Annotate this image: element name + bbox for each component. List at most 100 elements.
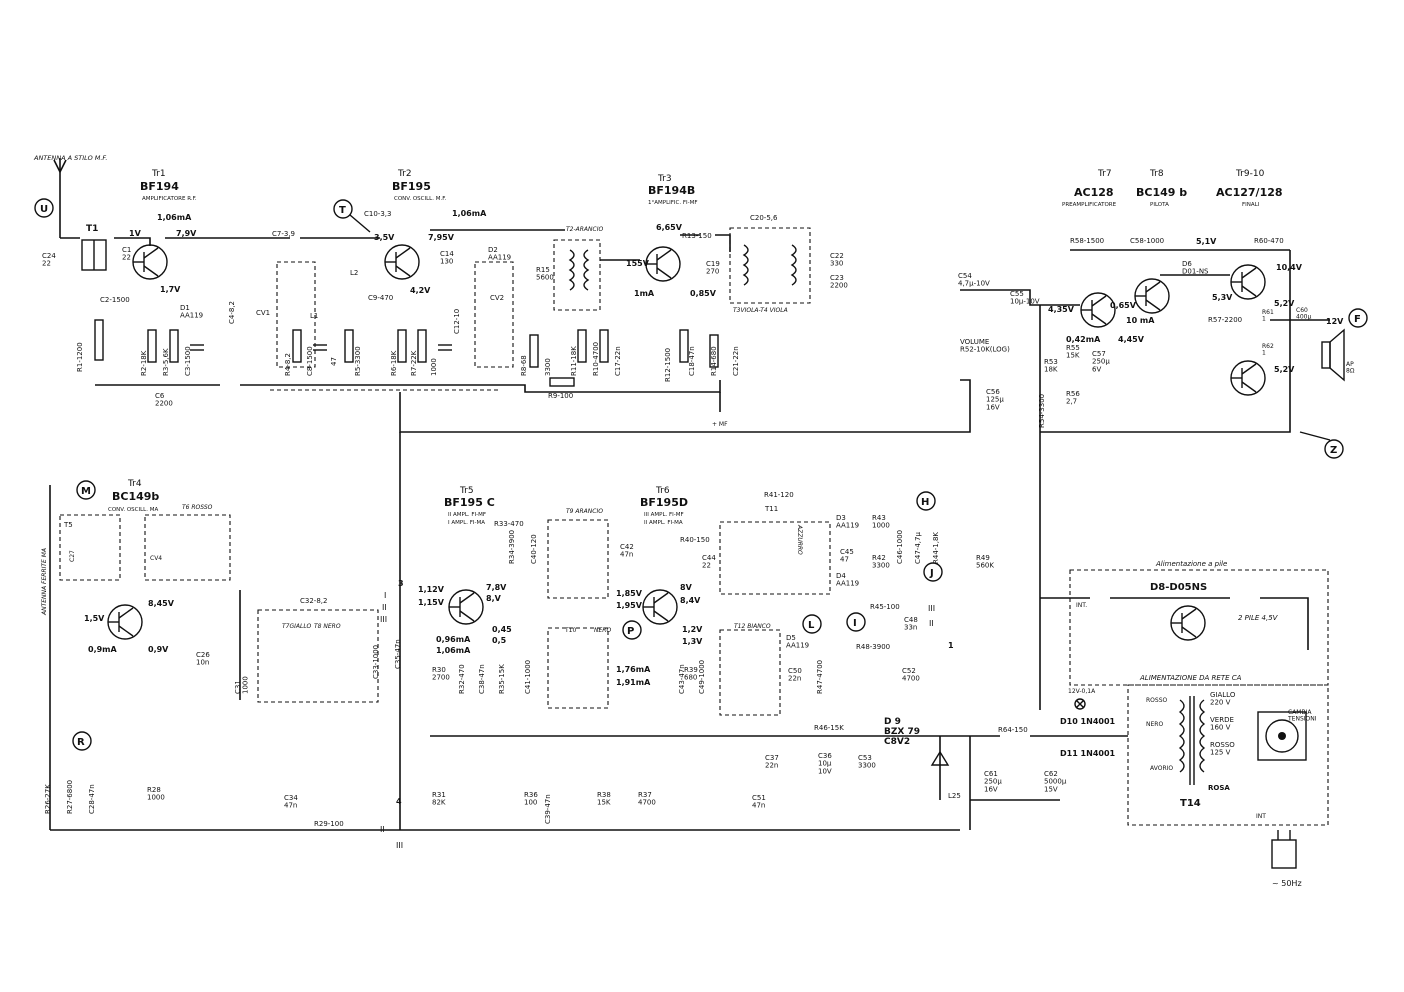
label-components-cv4: CV4 xyxy=(150,555,162,562)
t2-transformer: T2-ARANCIO xyxy=(553,226,603,311)
label-voltages-tr2_e: 4,2V xyxy=(410,286,431,295)
label-components-r13: R13-150 xyxy=(682,232,712,240)
label-test_points-2: M xyxy=(81,486,91,497)
label-components-t2: T2-ARANCIO xyxy=(566,226,603,233)
label-components-c40: C40-120 xyxy=(530,534,538,564)
test-point-j: J xyxy=(923,562,943,582)
voltage-selector[interactable] xyxy=(1257,711,1307,761)
label-components-t12: T12 BIANCO xyxy=(734,623,771,630)
tr9-transistor xyxy=(1230,264,1266,300)
label-voltages-tr6_e2: 1,3V xyxy=(682,637,703,646)
label-transistors-tr1-ref: Tr1 xyxy=(151,169,166,179)
label-transistors-tr6-func2: II AMPL. FI-MA xyxy=(644,520,683,526)
label-voltages-tr4_e: 0,9V xyxy=(148,645,169,654)
label-voltages-tr7_e: 4,35V xyxy=(1048,305,1075,314)
label-test_points-5: L xyxy=(808,620,815,631)
antenna-icon xyxy=(53,158,67,238)
label-components-c4: C4-8,2 xyxy=(228,301,236,324)
label-components-r6: R6-18K xyxy=(390,350,398,376)
label-components-r34: R34-3900 xyxy=(508,530,516,564)
label-test_points-7: J xyxy=(929,568,934,579)
label-switch_labels-7: 1 xyxy=(948,641,954,650)
label-antenna_ferrite: ANTENNA FERRITE MA xyxy=(41,548,48,616)
label-voltages-tr1_c: 7,9V xyxy=(176,229,197,238)
label-battery-title: Alimentazione a pile xyxy=(1155,560,1227,568)
label-test_points-6: H xyxy=(921,497,929,508)
label-components-r26: R26-27K xyxy=(44,784,52,814)
label-switch_labels-1: I xyxy=(384,591,386,600)
svg-text:T1: T1 xyxy=(86,224,98,234)
label-transistors-tr8-ref: Tr8 xyxy=(1149,169,1164,179)
band-switch[interactable]: 3 I II III 4 II III 1 II III xyxy=(380,579,954,850)
label-components-cv2: CV2 xyxy=(490,294,504,302)
t3-t4-transformers: T3VIOLA-T4 VIOLA xyxy=(729,227,811,314)
label-components-l25: L25 xyxy=(948,792,961,800)
label-components-c3: C3-1500 xyxy=(184,346,192,376)
label-components-c9: C9-470 xyxy=(368,294,393,302)
label-components-r41: R41-120 xyxy=(764,491,794,499)
label-transistors-tr5-type: BF195 C xyxy=(444,496,495,509)
label-voltages-tr6_b2: 1,95V xyxy=(616,601,643,610)
label-components-c38: C38-47n xyxy=(478,664,486,694)
label-test_points-4: P xyxy=(627,626,634,637)
lamp-icon xyxy=(1074,698,1086,710)
label-transistors-tr4-type: BC149b xyxy=(112,490,159,503)
label-components-r10: R10-4700 xyxy=(592,342,600,376)
label-components-r1000: 1000 xyxy=(430,358,438,376)
label-transistors-tr1-func: AMPLIFICATORE R.F. xyxy=(142,196,197,202)
label-components-c43: C43-47n xyxy=(678,664,686,694)
label-components-r46: R46-15K xyxy=(814,724,844,732)
label-switch_labels-5: II xyxy=(380,825,385,834)
label-switch_labels-3: III xyxy=(380,615,387,624)
label-transistors-tr6-ref: Tr6 xyxy=(655,486,670,496)
label-test_points-8: I xyxy=(853,618,857,629)
label-components-t5: T5 xyxy=(63,521,73,529)
label-voltages-tr3_c: 6,65V xyxy=(656,223,683,232)
label-voltages-tr6_c2: 8,4V xyxy=(680,596,701,605)
label-components-cv1: CV1 xyxy=(256,309,270,317)
audio-section: Tr7 AC128 PREAMPLIFICATORE Tr8 BC149 b P… xyxy=(958,169,1368,459)
label-transistors-tr5-func2: I AMPL. FI-MA xyxy=(448,520,485,526)
label-components-r3: R3-5,6K xyxy=(162,348,170,376)
label-components-c21: C21-22n xyxy=(732,346,740,376)
label-components-r33: R33-470 xyxy=(494,520,524,528)
label-components-c7: C7-3,9 xyxy=(272,230,295,238)
t1-transformer: T1 xyxy=(81,224,107,271)
tr3-transistor xyxy=(645,246,681,282)
label-components-c3300: 3300 xyxy=(544,358,552,376)
label-transistors-tr6-type: BF195D xyxy=(640,496,688,509)
label-switch_labels-9: III xyxy=(928,604,935,613)
label-components-r2: R2-18K xyxy=(140,350,148,376)
label-transistors-tr910-type: AC127/128 xyxy=(1216,186,1283,199)
label-voltages-tr6_c1: 8V xyxy=(680,583,693,592)
label-components-azzurro: AZZURRO xyxy=(796,524,803,555)
label-switch_labels-8: II xyxy=(929,619,934,628)
label-components-c35: C35-47n xyxy=(394,639,402,669)
label-mains-lamp: 12V-0,1A xyxy=(1068,688,1096,695)
label-components-r57: R57-2200 xyxy=(1208,316,1242,324)
label-mains-nero: NERO xyxy=(1146,721,1163,728)
label-switch_labels-2: II xyxy=(382,603,387,612)
label-components-c10: C10-3,3 xyxy=(364,210,391,218)
d8-transistor xyxy=(1170,605,1206,641)
label-components-c20: C20-5,6 xyxy=(750,214,778,222)
label-components-r58: R58-1500 xyxy=(1070,237,1104,245)
label-transistors-tr1-type: BF194 xyxy=(140,180,179,193)
label-components-t11: T11 xyxy=(764,505,778,513)
label-components-c47b: C47-4,7µ xyxy=(914,532,922,564)
